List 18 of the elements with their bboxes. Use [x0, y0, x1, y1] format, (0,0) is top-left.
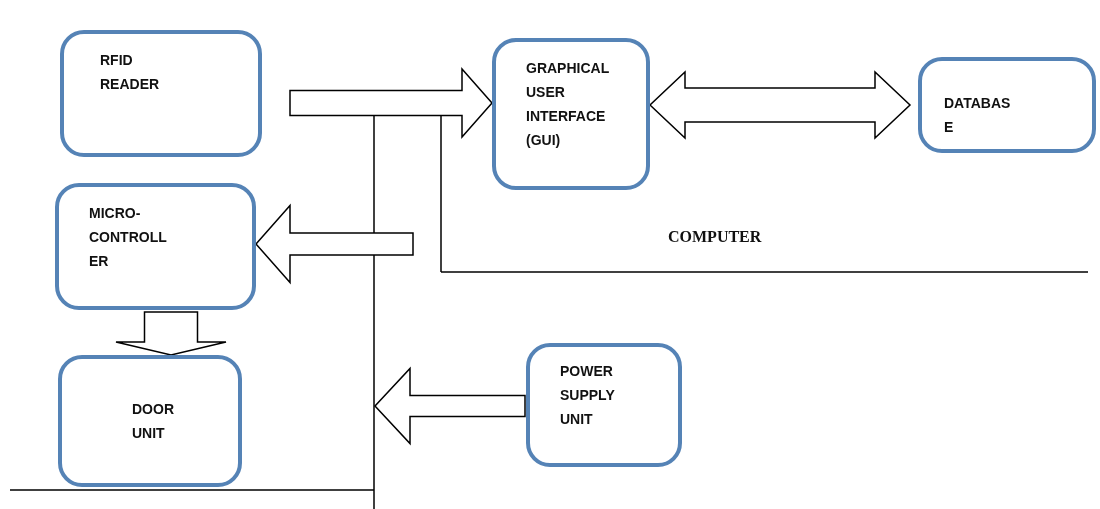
block-arrow — [255, 203, 414, 285]
box-label: DOOR UNIT — [132, 400, 175, 443]
region-label: COMPUTER — [668, 228, 762, 246]
box-label: DATABAS E — [944, 94, 1012, 137]
block-arrow — [289, 67, 493, 139]
process-box — [492, 38, 650, 190]
process-box — [60, 30, 262, 157]
process-box — [918, 57, 1096, 153]
process-box — [55, 183, 256, 310]
block-arrow — [373, 366, 526, 446]
box-label: GRAPHICAL USER INTERFACE (GUI) — [526, 59, 610, 150]
block-arrow — [648, 70, 912, 140]
block-arrow — [115, 311, 227, 356]
box-label: POWER SUPPLY UNIT — [560, 362, 616, 429]
box-label: RFID READER — [100, 51, 161, 94]
process-box — [526, 343, 682, 467]
box-label: MICRO- CONTROLL ER — [89, 204, 168, 271]
process-box — [58, 355, 242, 487]
